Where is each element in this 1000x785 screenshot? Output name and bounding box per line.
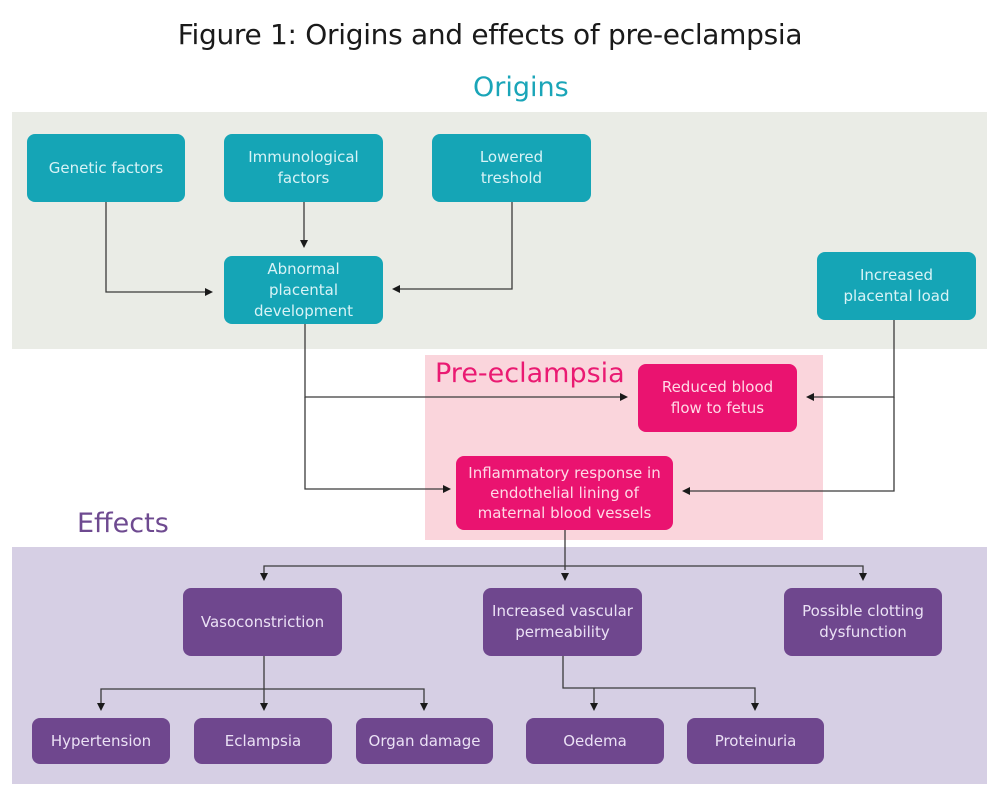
node-possible-clotting-dysfunction: Possible clotting dysfunction <box>784 588 942 656</box>
origins-label: Origins <box>473 72 569 103</box>
node-vasoconstriction: Vasoconstriction <box>183 588 342 656</box>
node-hypertension: Hypertension <box>32 718 170 764</box>
node-label: placental load <box>843 287 950 305</box>
node-label: Possible clotting <box>802 602 924 620</box>
node-label: Increased vascular <box>492 602 633 620</box>
node-label: Immunological <box>248 148 359 166</box>
node-increased-placental-load: Increased placental load <box>817 252 976 320</box>
node-increased-vascular-permeability: Increased vascular permeability <box>483 588 642 656</box>
figure-title: Figure 1: Origins and effects of pre-ecl… <box>177 18 803 51</box>
pre-eclampsia-label: Pre-eclampsia <box>435 358 625 389</box>
node-label: Reduced blood <box>661 378 774 396</box>
node-label: Lowered <box>479 148 544 166</box>
node-label: maternal blood vessels <box>477 504 652 522</box>
node-label: Increased <box>859 266 933 284</box>
node-label: development <box>254 301 353 320</box>
node-label: factors <box>277 169 330 187</box>
node-label: treshold <box>480 169 543 187</box>
node-abnormal-placental-development: Abnormal placental development <box>224 256 383 324</box>
node-reduced-blood-flow: Reduced blood flow to fetus <box>638 364 797 432</box>
node-label: dysfunction <box>819 623 907 641</box>
node-label: Vasoconstriction <box>200 612 325 631</box>
node-label: Hypertension <box>50 731 152 750</box>
node-label: Abnormal placental <box>267 259 340 299</box>
node-label: endothelial lining of <box>490 484 639 502</box>
node-label: Organ damage <box>368 731 481 750</box>
effects-label: Effects <box>77 508 169 539</box>
node-lowered-threshold: Lowered treshold <box>432 134 591 202</box>
node-label: Inflammatory response in <box>468 464 661 482</box>
node-label: Eclampsia <box>224 731 302 750</box>
node-label: Oedema <box>563 731 627 750</box>
node-label: flow to fetus <box>670 399 765 417</box>
node-eclampsia: Eclampsia <box>194 718 332 764</box>
node-label: permeability <box>515 623 610 641</box>
node-immunological-factors: Immunological factors <box>224 134 383 202</box>
node-genetic-factors: Genetic factors <box>27 134 185 202</box>
node-inflammatory-response: Inflammatory response in endothelial lin… <box>456 456 673 530</box>
edge-abnormal-to-inflammatory <box>304 397 443 490</box>
node-oedema: Oedema <box>526 718 664 764</box>
node-proteinuria: Proteinuria <box>687 718 824 764</box>
node-label: Proteinuria <box>714 731 797 750</box>
node-label: Genetic factors <box>48 158 164 177</box>
node-organ-damage: Organ damage <box>356 718 493 764</box>
effects-region <box>12 547 987 784</box>
